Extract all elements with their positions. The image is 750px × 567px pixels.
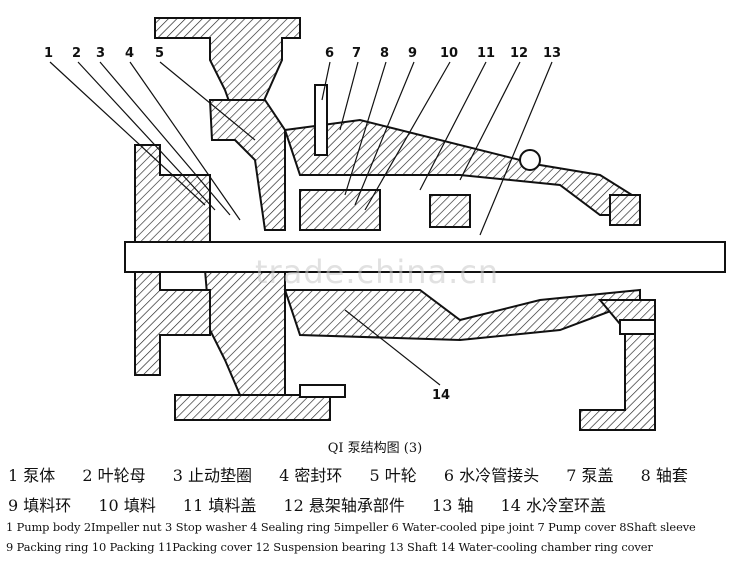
- callout-12: 12: [510, 46, 529, 61]
- legend-cn-item: 4 密封环: [279, 466, 343, 485]
- legend-cn-item: 6 水冷管接头: [443, 466, 540, 485]
- legend-cn-item: 9 填料环: [8, 496, 72, 515]
- callout-10: 10: [440, 46, 459, 61]
- figure-caption: QI 泵结构图 (3): [327, 441, 423, 456]
- callout-7: 7: [352, 46, 362, 61]
- legend-en-row-1: 1 Pump body 2Impeller nut 3 Stop washer …: [6, 520, 696, 534]
- callout-11: 11: [477, 46, 496, 61]
- legend-en-row-2: 9 Packing ring 10 Packing 11Packing cove…: [6, 540, 653, 554]
- leader-lines: [49, 61, 553, 386]
- callout-13: 13: [543, 46, 562, 61]
- legend-cn-row-1: 1 泵体 2 叶轮母 3 止动垫圈 4 密封环 5 叶轮 6 水冷管接头 7 泵…: [8, 462, 742, 486]
- callout-2: 2: [72, 46, 82, 61]
- legend-cn-item: 8 轴套: [640, 466, 688, 485]
- callout-5: 5: [155, 46, 165, 61]
- legend-cn-item: 1 泵体: [8, 466, 56, 485]
- legend-cn-item: 7 泵盖: [566, 466, 614, 485]
- callout-4: 4: [125, 46, 135, 61]
- callout-6: 6: [325, 46, 335, 61]
- legend-cn-item: 13 轴: [432, 496, 474, 515]
- legend-cn-item: 5 叶轮: [369, 466, 417, 485]
- callout-1: 1: [44, 46, 54, 61]
- callout-3: 3: [96, 46, 106, 61]
- legend-cn-item: 14 水冷室环盖: [500, 496, 607, 515]
- callout-14: 14: [432, 388, 451, 403]
- shaft-and-parts: [124, 84, 726, 398]
- watermark: trade.china.cn: [255, 253, 500, 291]
- legend-cn-row-2: 9 填料环 10 填料 11 填料盖 12 悬架轴承部件 13 轴 14 水冷室…: [8, 492, 742, 516]
- pump-body-outline: [134, 17, 656, 431]
- callout-9: 9: [408, 46, 418, 61]
- legend-cn-item: 10 填料: [98, 496, 156, 515]
- legend-cn-item: 11 填料盖: [182, 496, 257, 515]
- legend-cn-item: 12 悬架轴承部件: [283, 496, 405, 515]
- legend-cn-item: 2 叶轮母: [82, 466, 146, 485]
- callout-8: 8: [380, 46, 390, 61]
- legend-cn-item: 3 止动垫圈: [172, 466, 253, 485]
